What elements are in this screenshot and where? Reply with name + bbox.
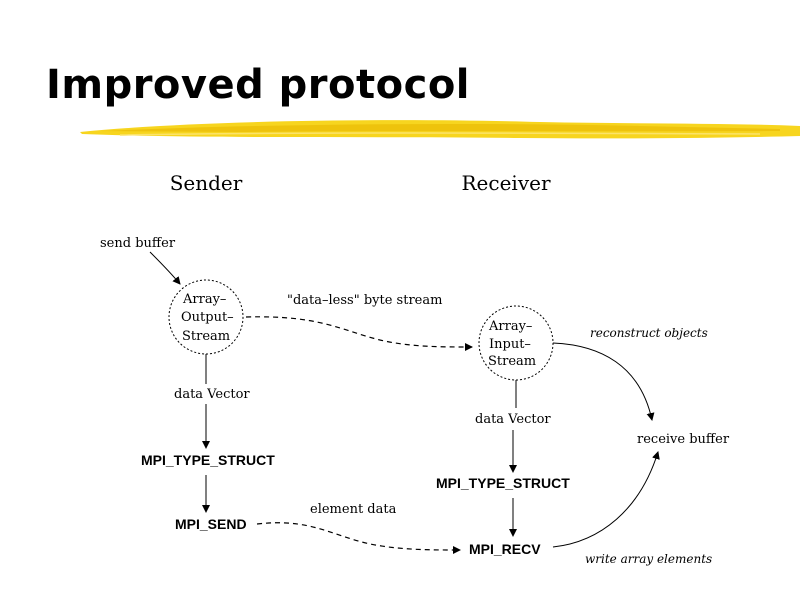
byte-stream-arrow: [245, 316, 473, 351]
sender-data-vector-label: data Vector: [174, 387, 250, 402]
receiver-type-struct-label: MPI_TYPE_STRUCT: [436, 475, 570, 491]
send-buffer-arrow: [149, 251, 181, 285]
send-buffer-label: send buffer: [100, 236, 176, 251]
mpi-send-label: MPI_SEND: [175, 516, 247, 532]
array-output-stream-line-3: Stream: [182, 329, 230, 344]
reconstruct-objects-label: reconstruct objects: [590, 326, 708, 340]
element-data-label: element data: [310, 502, 397, 517]
reconstruct-objects-arrow: [552, 342, 655, 421]
element-data-arrow: [256, 522, 461, 554]
byte-stream-label: "data–less" byte stream: [287, 293, 442, 308]
array-output-stream-node: [168, 279, 244, 355]
receive-buffer-label: receive buffer: [637, 432, 730, 447]
mpi-recv-label: MPI_RECV: [469, 541, 541, 557]
sender-header: Sender: [170, 171, 243, 195]
slide-title: Improved protocol: [46, 62, 471, 108]
sender-type-struct-label: MPI_TYPE_STRUCT: [141, 452, 275, 468]
receiver-header: Receiver: [461, 171, 550, 195]
array-output-stream-line-2: Output–: [181, 310, 234, 325]
array-input-stream-line-2: Input–: [489, 337, 531, 352]
array-input-stream-line-1: Array–: [488, 319, 532, 334]
array-output-stream-line-1: Array–: [182, 292, 226, 307]
receiver-data-vector-label: data Vector: [475, 412, 551, 427]
title-underline-brush: [80, 120, 800, 139]
write-array-elements-arrow: [552, 451, 660, 548]
write-array-elements-label: write array elements: [585, 552, 712, 566]
array-input-stream-line-3: Stream: [488, 354, 536, 369]
